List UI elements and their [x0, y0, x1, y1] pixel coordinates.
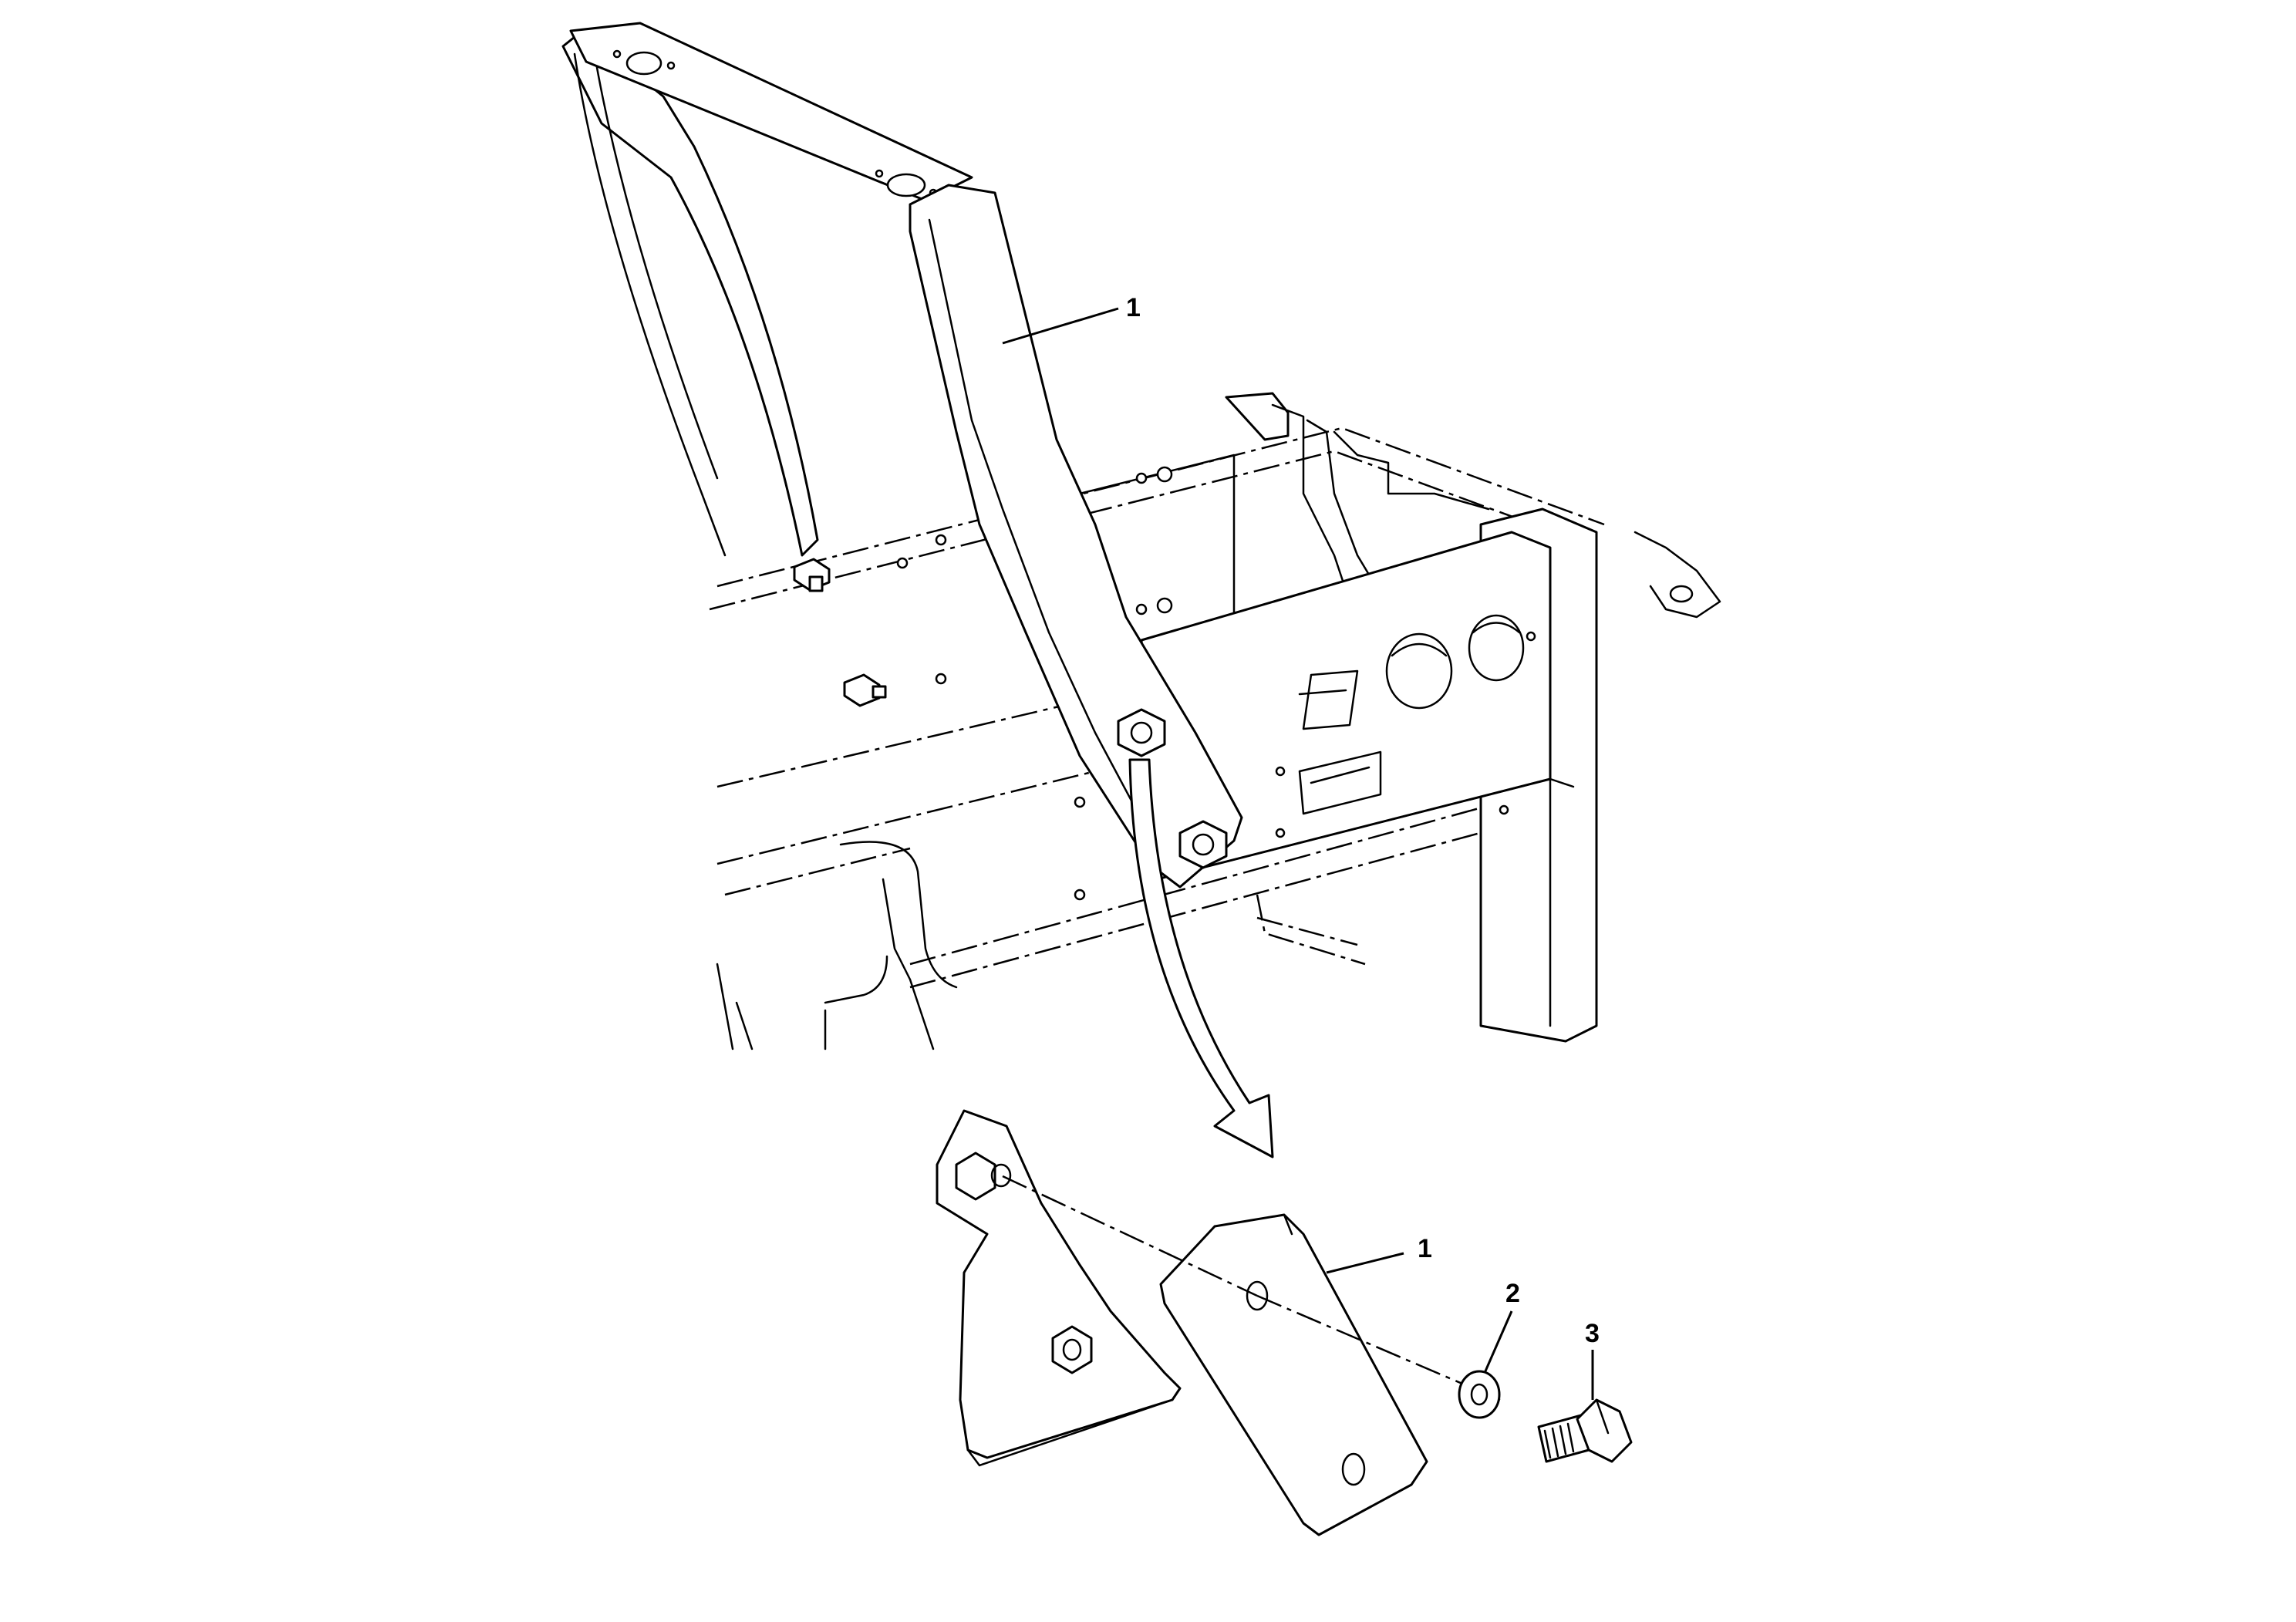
- mounting-plate: [936, 1109, 1182, 1467]
- callout-washer: 2: [1483, 1279, 1520, 1374]
- plate-nut-upper: [955, 1152, 1012, 1201]
- callout-label: 3: [1585, 1319, 1600, 1348]
- bracket-part: [1159, 1213, 1428, 1536]
- washer-part: [1458, 1370, 1501, 1419]
- assembly-axis-line: [1002, 1175, 1258, 1297]
- frame-bolt-upper: [1117, 708, 1166, 757]
- callout-label: 2: [1505, 1279, 1520, 1308]
- end-plate: [1140, 508, 1598, 1043]
- bolt-part: [1537, 1398, 1633, 1463]
- frame-bolt-lower: [1178, 820, 1228, 869]
- upper-frame-part: [561, 22, 1243, 889]
- callout-label: 1: [1126, 293, 1141, 322]
- chassis-bolt: [793, 558, 831, 592]
- callout-bolt: 3: [1585, 1319, 1600, 1400]
- assembly-axis-line: [1256, 1294, 1501, 1401]
- chassis-bolt: [843, 673, 887, 707]
- plate-nut-lower: [1051, 1325, 1093, 1374]
- callout-upper-frame: 1: [1002, 293, 1141, 345]
- callout-bracket: 1: [1326, 1234, 1432, 1274]
- callout-label: 1: [1418, 1234, 1432, 1263]
- detail-arrow: [1128, 758, 1274, 1158]
